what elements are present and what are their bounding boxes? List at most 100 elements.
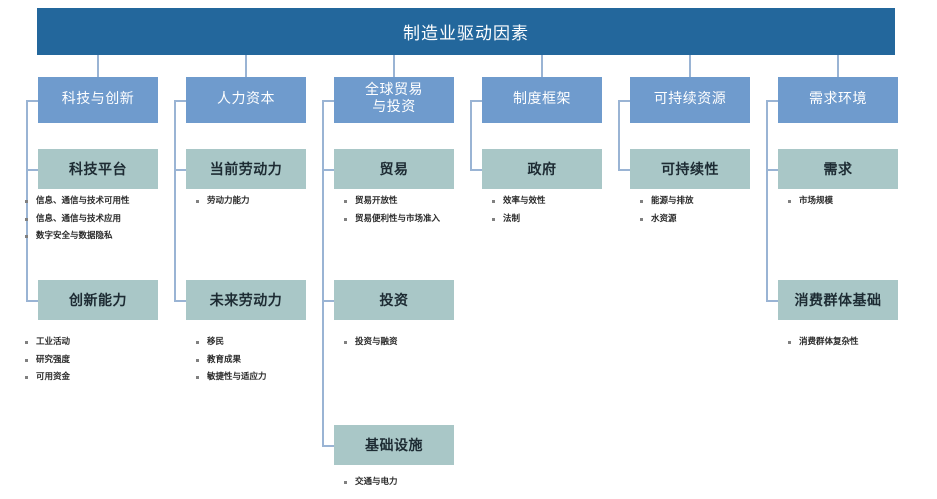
bullet-list-future-workforce: 移民 教育成果 敏捷性与适应力 — [196, 337, 267, 390]
column-header-label: 人力资本 — [217, 91, 275, 107]
bullet-icon — [196, 341, 199, 344]
list-item-label: 效率与效性 — [503, 195, 546, 205]
column-header-label: 制度框架 — [513, 91, 571, 107]
page-title: 制造业驱动因素 — [403, 24, 529, 43]
column-header-tech-innovation[interactable]: 科技与创新 — [38, 77, 158, 123]
bullet-icon — [25, 376, 28, 379]
connector-drop-col2 — [245, 55, 247, 77]
bullet-icon — [25, 358, 28, 362]
list-item: 研究强度 — [25, 354, 70, 364]
connector-stub-col1-header — [26, 100, 38, 102]
list-item: 信息、通信与技术应用 — [25, 213, 130, 223]
column-header-global-trade-investment[interactable]: 全球贸易 与投资 — [334, 77, 454, 123]
group-box-label: 基础设施 — [365, 439, 423, 454]
column-header-institutional-framework[interactable]: 制度框架 — [482, 77, 602, 123]
bullet-icon — [344, 481, 347, 484]
bullet-icon — [25, 200, 28, 203]
bullet-icon — [640, 200, 643, 203]
column-header-label: 科技与创新 — [61, 91, 135, 107]
connector-vertical-col3 — [322, 100, 324, 445]
list-item: 可用资金 — [25, 372, 70, 381]
list-item-label: 工业活动 — [36, 336, 71, 346]
list-item-label: 法制 — [503, 212, 521, 223]
group-box-label: 未来劳动力 — [209, 294, 283, 309]
list-item-label: 移民 — [207, 336, 225, 346]
bullet-list-infrastructure: 交通与电力 — [344, 477, 398, 495]
bullet-icon — [492, 217, 495, 221]
group-box-label: 科技平台 — [69, 163, 127, 178]
column-header-demand-environment[interactable]: 需求环境 — [778, 77, 898, 123]
list-item: 信息、通信与技术可用性 — [25, 196, 130, 205]
list-item: 消费群体复杂性 — [788, 337, 859, 346]
group-box-consumer-base[interactable]: 消费群体基础 — [778, 280, 898, 320]
group-box-investment[interactable]: 投资 — [334, 280, 454, 320]
connector-stub-col6-g2 — [766, 300, 778, 302]
list-item: 教育成果 — [196, 354, 267, 364]
group-box-trade[interactable]: 贸易 — [334, 149, 454, 189]
list-item-label: 能源与排放 — [651, 195, 694, 205]
connector-stub-col2-header — [174, 100, 186, 102]
column-header-human-capital[interactable]: 人力资本 — [186, 77, 306, 123]
column-header-label: 可持续资源 — [653, 91, 727, 107]
list-item: 交通与电力 — [344, 477, 398, 486]
connector-stub-col3-g2 — [322, 300, 334, 302]
connector-stub-col4-g1 — [470, 169, 482, 171]
group-box-label: 创新能力 — [69, 294, 127, 309]
list-item-label: 可用资金 — [36, 371, 71, 381]
group-box-infrastructure[interactable]: 基础设施 — [334, 425, 454, 465]
group-box-tech-platform[interactable]: 科技平台 — [38, 149, 158, 189]
connector-drop-col4 — [541, 55, 543, 77]
list-item-label: 交通与电力 — [355, 476, 398, 486]
bullet-list-tech-platform: 信息、通信与技术可用性 信息、通信与技术应用 数字安全与数据隐私 — [25, 196, 130, 249]
list-item-label: 消费群体复杂性 — [799, 336, 859, 346]
bullet-list-innovation-capacity: 工业活动 研究强度 可用资金 — [25, 337, 70, 390]
diagram-title-bar: 制造业驱动因素 — [37, 8, 895, 55]
list-item-label: 水资源 — [651, 212, 677, 223]
list-item-label: 投资与融资 — [355, 336, 398, 346]
column-header-sustainable-resources[interactable]: 可持续资源 — [630, 77, 750, 123]
group-box-future-workforce[interactable]: 未来劳动力 — [186, 280, 306, 320]
list-item: 贸易开放性 — [344, 196, 440, 205]
group-box-government[interactable]: 政府 — [482, 149, 602, 189]
list-item: 敏捷性与适应力 — [196, 372, 267, 381]
group-box-label: 当前劳动力 — [209, 163, 283, 178]
connector-stub-col2-g2 — [174, 300, 186, 302]
list-item-label: 贸易便利性与市场准入 — [355, 212, 441, 223]
bullet-icon — [788, 200, 791, 203]
connector-stub-col3-g3 — [322, 445, 334, 447]
bullet-icon — [344, 217, 347, 221]
list-item: 数字安全与数据隐私 — [25, 231, 130, 240]
bullet-list-trade: 贸易开放性 贸易便利性与市场准入 — [344, 196, 440, 231]
bullet-icon — [25, 217, 28, 221]
connector-stub-col2-g1 — [174, 169, 186, 171]
bullet-icon — [196, 200, 199, 203]
connector-vertical-col2 — [174, 100, 176, 300]
group-box-innovation-capacity[interactable]: 创新能力 — [38, 280, 158, 320]
bullet-icon — [492, 200, 495, 203]
group-box-demand[interactable]: 需求 — [778, 149, 898, 189]
list-item-label: 数字安全与数据隐私 — [36, 230, 113, 240]
connector-vertical-col4 — [470, 100, 472, 170]
list-item: 贸易便利性与市场准入 — [344, 212, 441, 223]
list-item-label: 劳动力能力 — [207, 195, 250, 205]
list-item: 法制 — [492, 212, 546, 223]
list-item: 水资源 — [640, 212, 694, 223]
connector-stub-col1-g1 — [26, 169, 38, 171]
bullet-icon — [788, 341, 791, 344]
list-item-label: 贸易开放性 — [355, 195, 398, 205]
bullet-list-demand: 市场规模 — [788, 196, 833, 214]
group-box-sustainability[interactable]: 可持续性 — [630, 149, 750, 189]
column-header-label-line2: 与投资 — [372, 100, 416, 115]
list-item-label: 市场规模 — [799, 195, 834, 205]
connector-stub-col5-header — [618, 100, 630, 102]
list-item: 工业活动 — [25, 337, 70, 346]
connector-vertical-col6 — [766, 100, 768, 300]
column-header-label: 需求环境 — [809, 91, 867, 107]
list-item: 效率与效性 — [492, 196, 546, 205]
connector-drop-col6 — [837, 55, 839, 77]
connector-stub-col6-header — [766, 100, 778, 102]
bullet-icon — [344, 200, 347, 203]
group-box-current-workforce[interactable]: 当前劳动力 — [186, 149, 306, 189]
connector-stub-col4-header — [470, 100, 482, 102]
